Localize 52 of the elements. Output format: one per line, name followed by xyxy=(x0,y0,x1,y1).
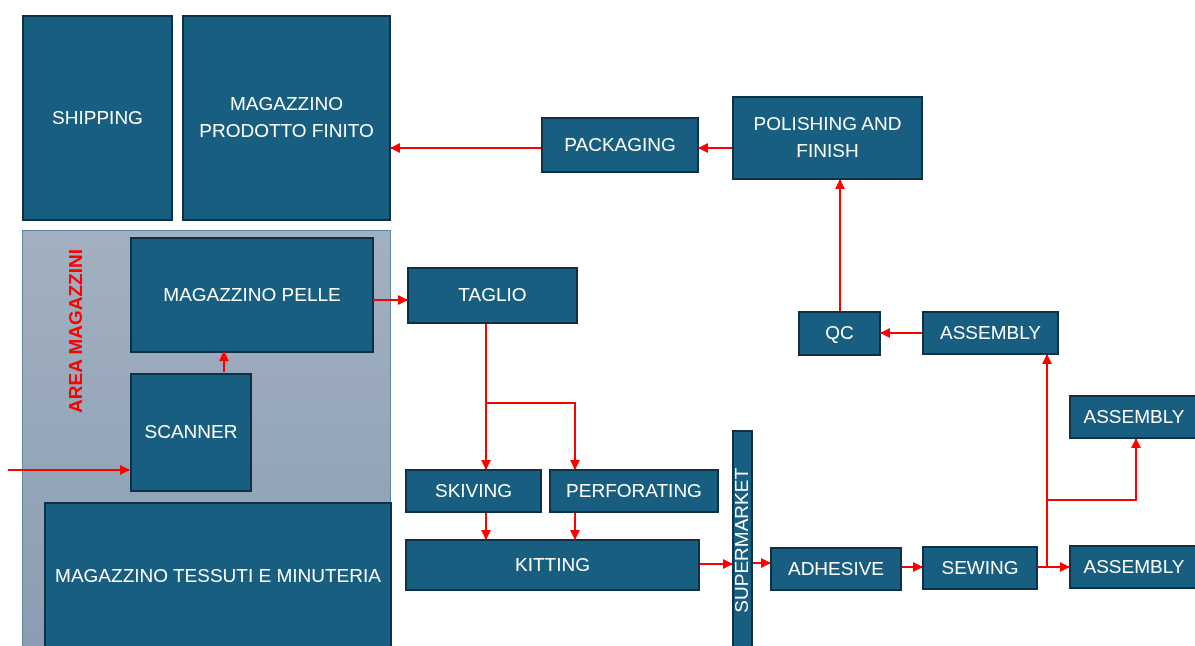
process-box xyxy=(549,469,719,513)
arrow xyxy=(570,512,580,540)
arrow xyxy=(699,559,733,569)
process-box xyxy=(182,15,391,221)
process-box xyxy=(405,539,700,591)
process-box xyxy=(770,547,902,591)
process-label: ADHESIVE xyxy=(786,556,886,581)
process-label: MAGAZZINO PELLE xyxy=(162,282,342,307)
process-box xyxy=(922,546,1038,590)
process-label: SHIPPING xyxy=(51,105,144,130)
arrow xyxy=(7,465,130,475)
process-box xyxy=(130,237,374,353)
process-box xyxy=(405,469,542,513)
arrow xyxy=(485,323,580,470)
area-title: AREA MAGAZZINI xyxy=(65,249,87,413)
process-label: QC xyxy=(824,321,855,346)
process-box xyxy=(922,311,1059,355)
process-box xyxy=(732,430,753,646)
process-label: KITTING xyxy=(514,552,591,577)
process-label: MAGAZZINO PRODOTTO FINITO xyxy=(198,92,375,143)
process-box xyxy=(798,311,881,356)
arrow xyxy=(481,512,491,540)
process-label: TAGLIO xyxy=(457,283,528,308)
arrow xyxy=(390,143,542,153)
arrow xyxy=(901,562,923,572)
process-label: PERFORATING xyxy=(565,478,703,503)
process-box xyxy=(44,502,392,646)
arrow xyxy=(372,295,408,305)
process-label: SCANNER xyxy=(143,420,239,445)
arrow xyxy=(1037,354,1052,568)
area-band xyxy=(22,230,391,646)
process-box xyxy=(130,373,252,492)
arrow xyxy=(880,328,923,338)
arrow xyxy=(835,179,845,312)
process-box xyxy=(1069,395,1195,439)
process-box xyxy=(22,15,173,221)
arrow xyxy=(698,143,733,153)
process-label: SUPERMARKET xyxy=(730,467,754,613)
process-label: SKIVING xyxy=(433,478,514,503)
process-label: POLISHING AND FINISH xyxy=(752,112,903,163)
process-label: ASSEMBLY xyxy=(939,320,1042,345)
process-box xyxy=(407,267,578,324)
process-box xyxy=(1069,545,1195,589)
process-box xyxy=(541,117,699,173)
arrow xyxy=(219,351,229,373)
arrow xyxy=(752,558,771,568)
process-label: PACKAGING xyxy=(563,132,677,157)
process-label: SEWING xyxy=(940,555,1020,580)
process-label: ASSEMBLY xyxy=(1082,404,1186,429)
process-box xyxy=(732,96,923,180)
process-label: ASSEMBLY xyxy=(1082,554,1186,579)
process-label: MAGAZZINO TESSUTI E MINUTERIA xyxy=(54,564,382,589)
